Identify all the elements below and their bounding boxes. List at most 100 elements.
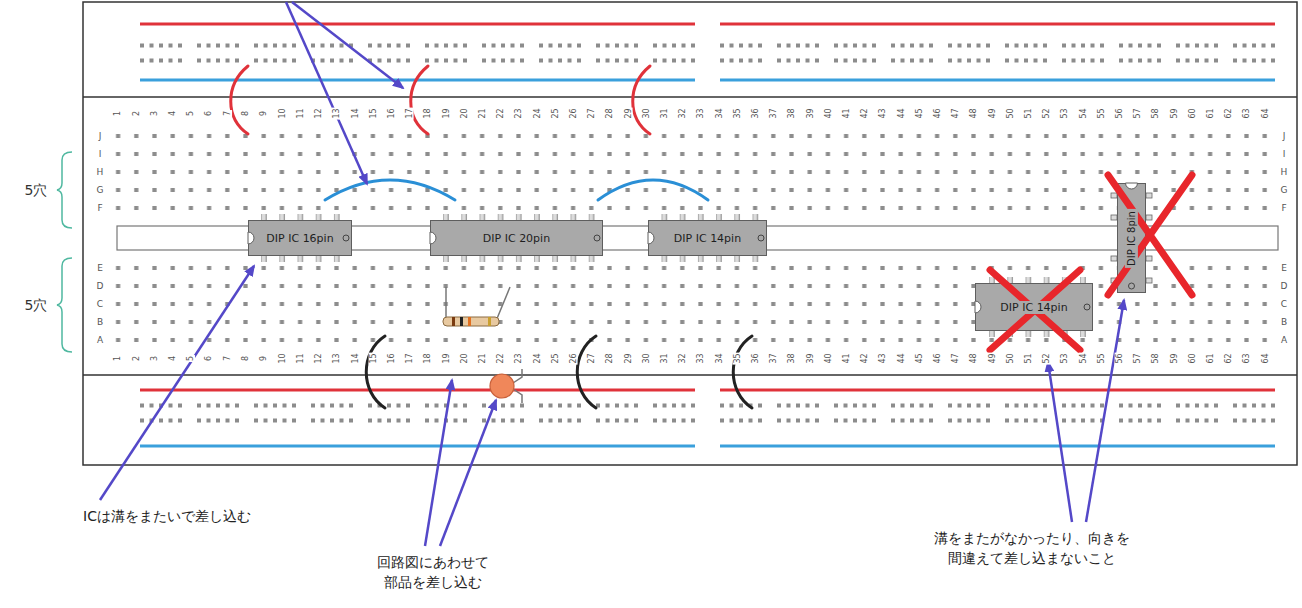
column-number: 27 [587,107,596,119]
callout-text: 溝をまたがなかったり、向きを 間違えて差し込まないこと [916,528,1148,568]
callout-text: ICは溝をまたいで差し込む [83,506,251,526]
column-number: 27 [587,352,596,364]
column-number: 26 [569,352,578,364]
column-number: 34 [714,352,723,364]
column-number: 55 [1096,107,1105,119]
column-number: 47 [951,352,960,364]
row-letter: E [96,263,104,273]
column-number: 46 [933,352,942,364]
column-number: 29 [623,352,632,364]
column-number: 32 [678,352,687,364]
hole-grid [109,127,1275,217]
ic-label: DIP IC 16pin [264,232,335,245]
column-number: 21 [478,352,487,364]
column-number: 61 [1206,107,1215,119]
column-number: 15 [368,107,377,119]
column-number: 58 [1151,107,1160,119]
row-letter: A [96,335,104,345]
row-letter: B [96,317,104,327]
column-number: 49 [987,352,996,364]
column-number: 25 [550,352,559,364]
row-letter: F [96,203,103,213]
column-number: 38 [787,107,796,119]
column-number: 34 [714,107,723,119]
hole-count-label: 5穴 [25,181,48,199]
column-number: 28 [605,107,614,119]
column-number: 33 [696,107,705,119]
column-number: 14 [350,352,359,364]
row-letter: H [1280,167,1289,177]
column-number: 64 [1260,107,1269,119]
row-letter: G [96,185,105,195]
column-number: 16 [387,107,396,119]
column-number: 44 [896,107,905,119]
row-letter: J [1282,131,1287,141]
column-number: 56 [1115,352,1124,364]
column-number: 9 [259,109,268,116]
column-number: 36 [751,352,760,364]
column-number: 31 [660,352,669,364]
column-number: 24 [532,352,541,364]
column-number: 13 [332,107,341,119]
column-number: 17 [405,352,414,364]
column-number: 54 [1078,352,1087,364]
column-number: 18 [423,352,432,364]
column-number: 12 [314,107,323,119]
column-number: 41 [842,352,851,364]
column-number: 61 [1206,352,1215,364]
board-divider [83,374,1297,376]
column-number: 41 [842,107,851,119]
column-number: 31 [660,107,669,119]
column-number: 45 [914,352,923,364]
column-number: 48 [969,352,978,364]
callout-text: 回路図にあわせて 部品を差し込む [358,552,508,592]
column-number: 64 [1260,352,1269,364]
column-number: 51 [1024,107,1033,119]
column-number: 36 [751,107,760,119]
column-number: 15 [368,352,377,364]
ic-label: DIP IC 8pin [1125,209,1138,268]
column-number: 24 [532,107,541,119]
column-number: 29 [623,107,632,119]
column-number: 22 [496,352,505,364]
dip-ic: DIP IC 14pin [648,220,767,256]
column-number: 35 [732,352,741,364]
column-number: 8 [241,354,250,361]
column-number: 43 [878,352,887,364]
column-number: 19 [441,107,450,119]
column-number: 60 [1187,352,1196,364]
column-number: 63 [1242,107,1251,119]
column-number: 3 [150,354,159,361]
column-number: 57 [1133,352,1142,364]
column-number: 53 [1060,107,1069,119]
row-letter: G [1280,185,1289,195]
row-letter: D [96,281,105,291]
column-number: 59 [1169,352,1178,364]
hole-grid [109,259,1275,349]
column-number: 10 [277,352,286,364]
row-letter: A [1280,335,1288,345]
column-number: 18 [423,107,432,119]
column-number: 55 [1096,352,1105,364]
leader-arrow [100,2,1124,546]
column-number: 62 [1224,352,1233,364]
ic-label: DIP IC 14pin [998,301,1069,314]
column-number: 16 [387,352,396,364]
bracket [57,152,72,228]
column-number: 2 [132,354,141,361]
row-letter: I [98,149,103,159]
column-number: 9 [259,354,268,361]
column-number: 56 [1115,107,1124,119]
dip-ic: DIP IC 20pin [430,220,603,256]
column-number: 1 [114,109,123,116]
column-number: 52 [1042,352,1051,364]
column-number: 32 [678,107,687,119]
row-letter: I [1282,149,1287,159]
capacitor-symbol [490,369,522,403]
hole-count-label: 5穴 [25,296,48,314]
row-letter: F [1280,203,1287,213]
row-letter: H [96,167,105,177]
column-number: 45 [914,107,923,119]
column-number: 39 [805,107,814,119]
